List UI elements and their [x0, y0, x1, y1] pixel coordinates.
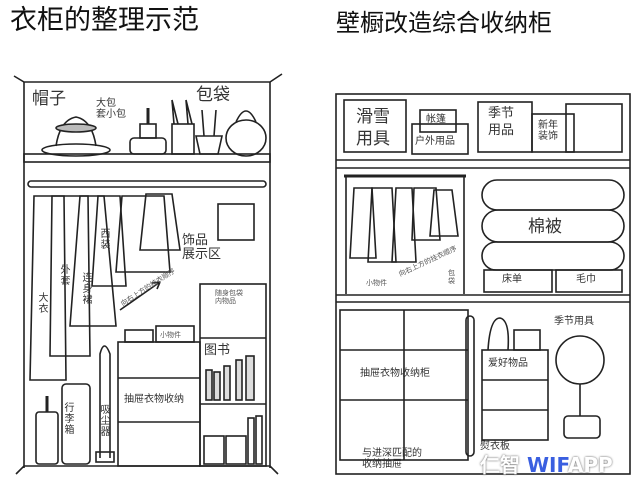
label-towels: 毛巾 [576, 274, 596, 285]
label-ironing-board: 熨衣板 [480, 441, 510, 452]
label-tent: 帐篷 [426, 114, 446, 125]
label-bag-contents: 随身包袋 内物品 [215, 289, 243, 305]
clothes-rack [344, 174, 466, 294]
label-hobby-items: 爱好物品 [488, 358, 528, 369]
round-bag-icon [225, 110, 267, 157]
label-books: 图书 [204, 343, 231, 358]
handbag-icon [129, 108, 167, 155]
label-nested-bags: 大包 套小包 [96, 98, 126, 120]
label-vacuum: 吸尘器 [98, 404, 109, 437]
right-title: 壁橱改造综合收纳柜 [336, 9, 552, 37]
outdoor-box [411, 123, 469, 155]
arrow-icon [119, 281, 161, 311]
luggage-icon [61, 383, 91, 465]
label-overcoat: 大衣 [36, 292, 47, 314]
right-closet-frame [335, 93, 631, 475]
watermark: 仁智 WIFAPP [480, 454, 613, 476]
label-jacket: 外套 [58, 264, 69, 286]
vacuum-icon [95, 345, 115, 463]
flower-frame-icon [217, 203, 255, 241]
suit-icon [91, 195, 127, 287]
label-drawer-storage: 抽屉衣物收纳 [124, 394, 184, 405]
skirt-icon [139, 193, 181, 251]
label-seasonal-goods: 季节 用品 [488, 106, 515, 138]
jacket-icon [49, 195, 91, 357]
label-bags: 包袋 [196, 85, 230, 105]
label-right-bags: 包 袋 [448, 269, 455, 285]
fan-icon [555, 335, 605, 439]
quilt-stack [481, 179, 625, 293]
label-drawer-cabinet: 抽屉衣物收纳柜 [360, 368, 430, 379]
label-suit: 西装 [98, 228, 109, 250]
tote-bag-icon [171, 99, 195, 155]
dress-icon [69, 195, 117, 327]
ski-gear-box [343, 99, 407, 153]
watermark-brand: WIF [526, 453, 568, 477]
iron-icon [487, 317, 510, 351]
label-outdoor: 户外用品 [415, 136, 455, 147]
label-seasonal-appliances: 季节用具 [554, 316, 594, 327]
label-suitcase: 行李箱 [62, 402, 73, 435]
label-ski-gear: 滑雪 用具 [356, 107, 390, 150]
label-quilts: 棉被 [528, 217, 562, 237]
toolbox-icon [513, 329, 541, 351]
blouse-icon [115, 195, 171, 273]
ironing-board-icon [465, 315, 475, 457]
label-depth-drawers: 与进深匹配的 收纳抽屉 [362, 448, 422, 470]
label-right-small-items: 小物件 [366, 279, 387, 287]
hat-icon [41, 116, 111, 157]
watermark-prefix: 仁智 [480, 453, 520, 477]
label-hats: 帽子 [32, 89, 66, 109]
left-wardrobe-frame [13, 73, 283, 475]
suitcase-icon [35, 396, 59, 465]
basket-bag-icon [195, 109, 223, 155]
label-dress: 连身裙 [80, 272, 91, 305]
small-items-box-2 [155, 325, 195, 343]
new-year-box [531, 113, 575, 153]
hanging-rod [27, 180, 267, 188]
tent-box [419, 109, 457, 133]
label-bedsheets: 床单 [502, 274, 522, 285]
storage-box [565, 103, 623, 153]
small-items-box [124, 329, 154, 343]
watermark-suffix: APP [567, 453, 613, 477]
left-title: 衣柜的整理示范 [10, 5, 199, 36]
right-drawer-cabinet [339, 309, 469, 461]
label-small-items: 小物件 [160, 331, 181, 339]
label-accessory-display: 饰品 展示区 [182, 233, 222, 263]
bookshelf [199, 283, 267, 467]
label-new-year-decor: 新年 装饰 [538, 120, 558, 142]
overcoat-icon [29, 195, 67, 381]
